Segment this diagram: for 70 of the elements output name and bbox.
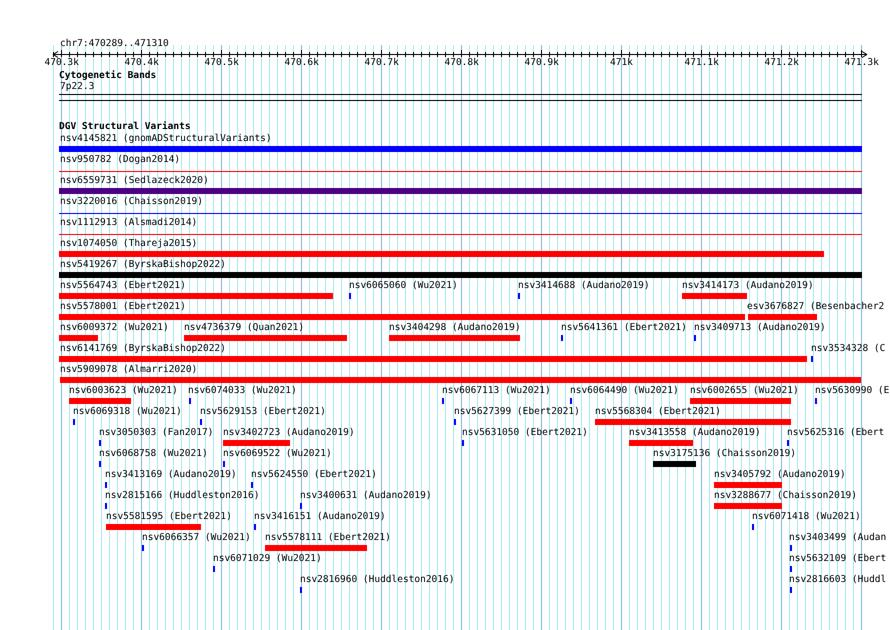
tick-label: 470.5k xyxy=(204,58,239,68)
variant-label: nsv3402723 (Audano2019) xyxy=(223,427,355,438)
variant-label: nsv6069522 (Wu2021) xyxy=(223,448,332,459)
variant-label: nsv2815166 (Huddleston2016) xyxy=(105,490,260,501)
variant-label: nsv3409713 (Audano2019) xyxy=(694,322,826,333)
variant-label: nsv4145821 (gnomADStructuralVariants) xyxy=(60,133,272,144)
tick-label: 471.2k xyxy=(764,58,799,68)
variant-label: nsv3403499 (Audan xyxy=(789,532,886,543)
variant-label: nsv5909078 (Almarri2020) xyxy=(60,364,198,375)
variant-label: nsv6009372 (Wu2021) xyxy=(60,322,169,333)
variant-label: nsv5578001 (Ebert2021) xyxy=(60,301,186,312)
variant-label: nsv1112913 (Alsmadi2014) xyxy=(60,217,198,228)
variant-label: nsv3175136 (Chaisson2019) xyxy=(653,448,796,459)
variant-label: nsv3413169 (Audano2019) xyxy=(105,469,237,480)
variant-label: nsv1074050 (Thareja2015) xyxy=(60,238,198,249)
variant-label: nsv5564743 (Ebert2021) xyxy=(60,280,186,291)
tick-label: 471.3k xyxy=(844,58,879,68)
variant-label: nsv6069318 (Wu2021) xyxy=(73,406,182,417)
variant-label: nsv3288677 (Chaisson2019) xyxy=(714,490,857,501)
variant-label: nsv6071418 (Wu2021) xyxy=(752,511,861,522)
variant-label: nsv5568304 (Ebert2021) xyxy=(595,406,721,417)
tick-label: 470.3k xyxy=(44,58,79,68)
variant-label: nsv6074033 (Wu2021) xyxy=(188,385,297,396)
variant-label: nsv6002655 (Wu2021) xyxy=(690,385,799,396)
tick-label: 470.4k xyxy=(124,58,159,68)
variant-label: nsv6066357 (Wu2021) xyxy=(142,532,251,543)
variant-label: nsv5581595 (Ebert2021) xyxy=(106,511,232,522)
variant-label: nsv3405792 (Audano2019) xyxy=(714,469,846,480)
variant-label: nsv6064490 (Wu2021) xyxy=(570,385,679,396)
variant-label: nsv3050303 (Fan2017) xyxy=(99,427,214,438)
tick-label: 471.1k xyxy=(684,58,719,68)
tick-label: 470.8k xyxy=(444,58,479,68)
variant-label: nsv5625316 (Ebert xyxy=(787,427,884,438)
tick-label: 470.7k xyxy=(364,58,399,68)
variant-label: nsv2816603 (Huddl xyxy=(789,574,886,585)
variant-label: nsv3414688 (Audano2019) xyxy=(518,280,650,291)
variant-label: nsv3534328 (C xyxy=(811,343,886,354)
variant-label: nsv2816960 (Huddleston2016) xyxy=(300,574,454,585)
variant-label: nsv5624550 (Ebert2021) xyxy=(251,469,377,480)
variant-label: nsv3414173 (Audano2019) xyxy=(682,280,814,291)
band-label: 7p22.3 xyxy=(60,81,94,92)
track-heading: DGV Structural Variants xyxy=(59,121,191,132)
tick-label: 470.9k xyxy=(524,58,559,68)
variant-label: nsv5578111 (Ebert2021) xyxy=(265,532,391,543)
variant-label: nsv3404298 (Audano2019) xyxy=(389,322,521,333)
variant-label: nsv5629153 (Ebert2021) xyxy=(200,406,326,417)
variant-label: nsv3416151 (Audano2019) xyxy=(254,511,386,522)
track-heading: Cytogenetic Bands xyxy=(59,70,156,81)
variant-label: nsv5631050 (Ebert2021) xyxy=(462,427,588,438)
variant-label: nsv3220016 (Chaisson2019) xyxy=(60,196,203,207)
tick-label: 470.6k xyxy=(284,58,319,68)
coordinate-label: chr7:470289..471310 xyxy=(60,38,169,49)
variant-label: nsv5630990 (E xyxy=(815,385,890,396)
variant-label: nsv6067113 (Wu2021) xyxy=(442,385,551,396)
variant-label: nsv6065060 (Wu2021) xyxy=(349,280,458,291)
variant-label: esv3676827 (Besenbacher2 xyxy=(747,301,884,312)
variant-label: nsv4736379 (Quan2021) xyxy=(184,322,304,333)
variant-label: nsv3400631 (Audano2019) xyxy=(300,490,432,501)
variant-label: nsv5419267 (ByrskaBishop2022) xyxy=(60,259,226,270)
variant-label: nsv6003623 (Wu2021) xyxy=(69,385,178,396)
variant-label: nsv6141769 (ByrskaBishop2022) xyxy=(60,343,226,354)
variant-label: nsv5627399 (Ebert2021) xyxy=(454,406,580,417)
variant-label: nsv5632109 (Ebert xyxy=(789,553,886,564)
variant-label: nsv6071029 (Wu2021) xyxy=(213,553,322,564)
variant-label: nsv5641361 (Ebert2021) xyxy=(561,322,687,333)
variant-label: nsv6068758 (Wu2021) xyxy=(99,448,208,459)
tick-label: 471k xyxy=(610,58,633,68)
variant-label: nsv6559731 (Sedlazeck2020) xyxy=(60,175,209,186)
variant-label: nsv950782 (Dogan2014) xyxy=(60,154,180,165)
variant-label: nsv3413558 (Audano2019) xyxy=(629,427,761,438)
